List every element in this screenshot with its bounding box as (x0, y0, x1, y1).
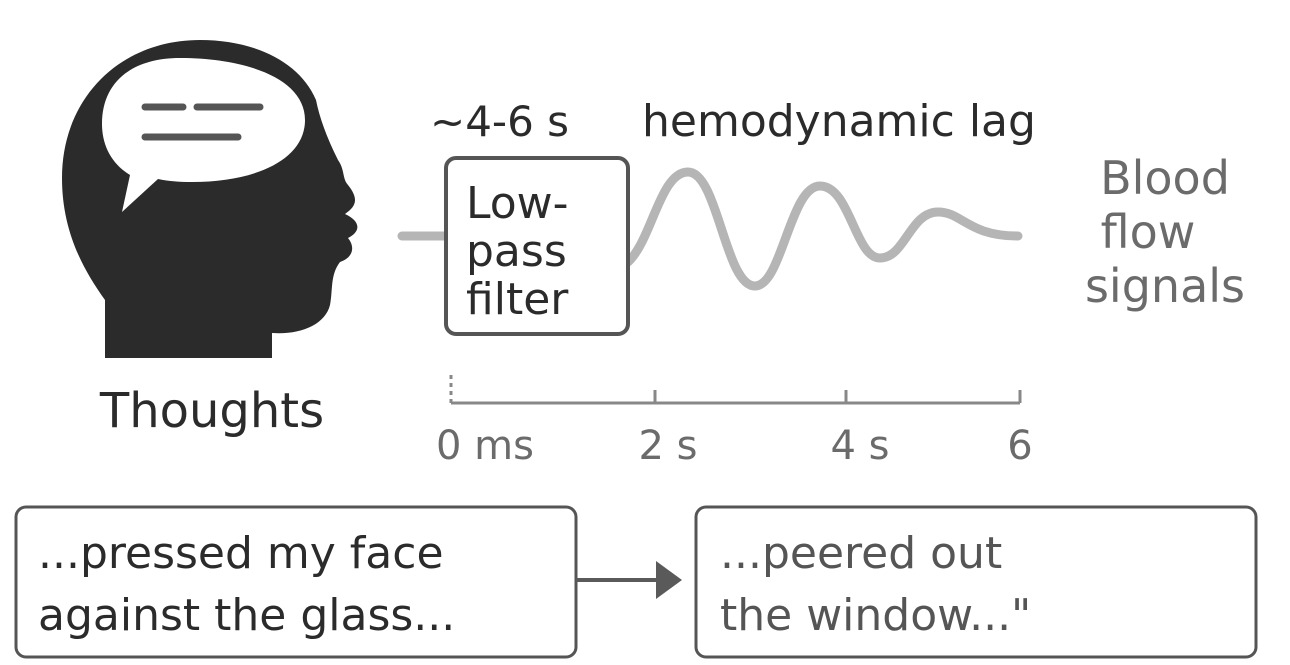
filter-label-line3: filter (466, 274, 569, 325)
head-label: Thoughts (99, 383, 324, 439)
speech-bubble-icon (102, 58, 305, 212)
output-label-line1: Blood (1100, 151, 1230, 205)
blood-flow-wave (623, 167, 1023, 291)
timeline-label-2s: 2 s (638, 423, 697, 469)
output-label-line3: signals (1085, 259, 1245, 313)
low-pass-filter-box (444, 156, 630, 336)
original-phrase-line1: ...pressed my face (38, 528, 444, 579)
filter-label-line1: Low- (466, 178, 569, 229)
timeline-label-6: 6 (1007, 423, 1032, 469)
timeline: 0 ms 2 s 4 s 6 (436, 375, 1033, 469)
decoded-phrase-line1: ...peered out (720, 528, 1002, 579)
lag-value-label: ~4-6 s (430, 97, 569, 146)
decoded-phrase-line2: the window..." (720, 590, 1031, 641)
timeline-label-0: 0 ms (436, 423, 534, 469)
filter-label-line2: pass (466, 226, 567, 277)
output-label-line2: flow (1101, 205, 1196, 259)
decoded-phrase-box (694, 505, 1258, 659)
timeline-label-4s: 4 s (830, 423, 889, 469)
arrow-right-icon (576, 561, 682, 599)
lag-label: hemodynamic lag (642, 96, 1036, 147)
original-phrase-line2: against the glass... (38, 590, 455, 641)
